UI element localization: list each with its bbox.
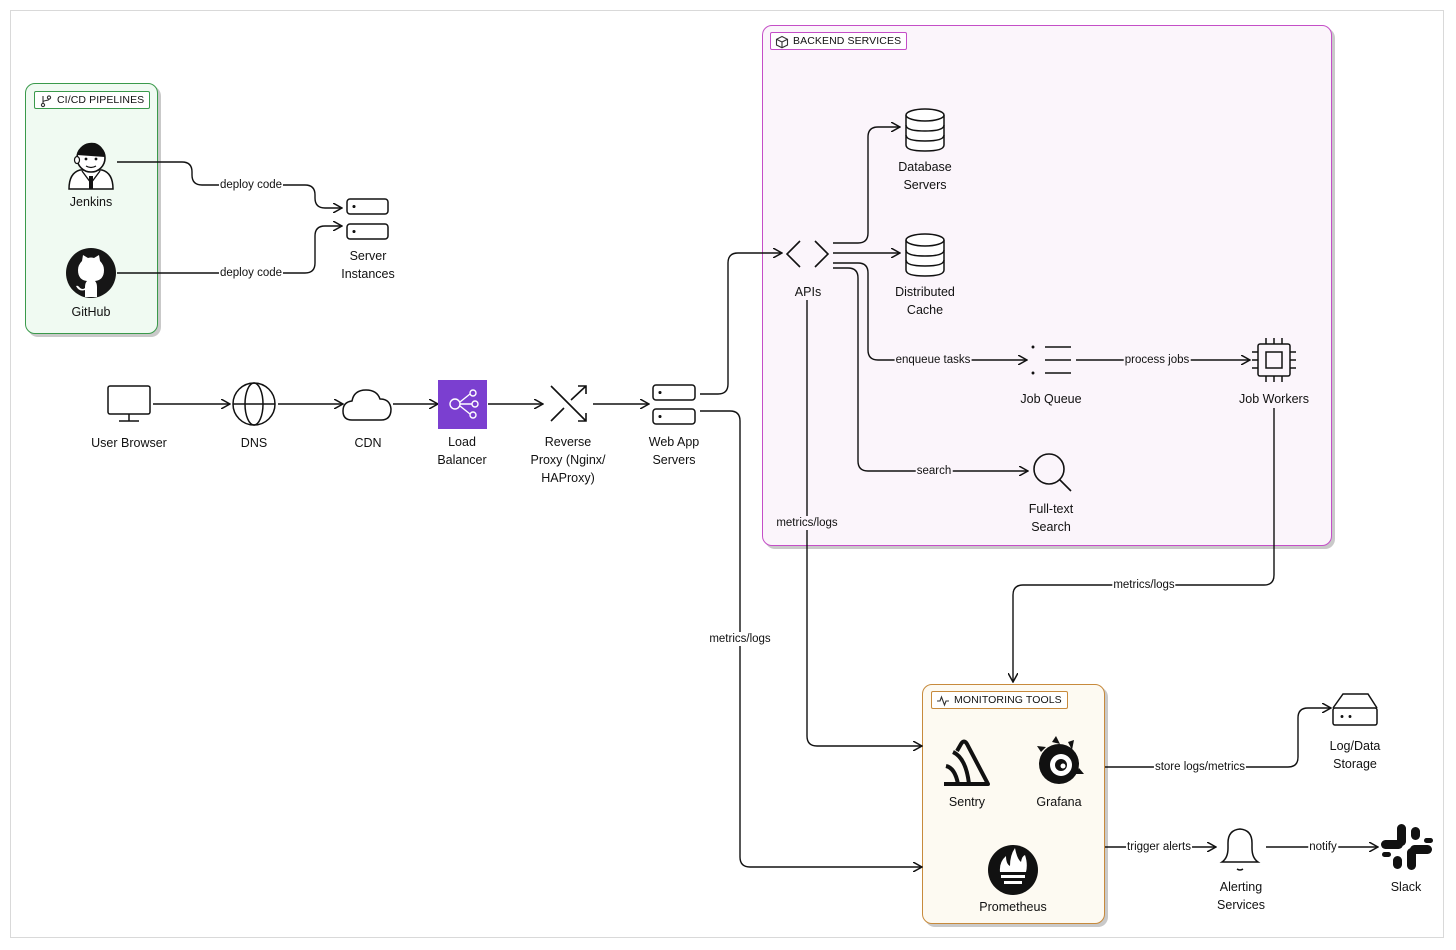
edge-label-deploy-github: deploy code (218, 266, 284, 280)
sentry-icon (944, 739, 990, 786)
web-app-servers-label: Web App Servers (648, 435, 700, 467)
cache-database-icon (905, 233, 945, 277)
database-servers-label: Database Servers (898, 160, 952, 192)
backend-services-group: BACKEND SERVICES (762, 25, 1332, 546)
edge-label-deploy-jenkins: deploy code (218, 178, 284, 192)
server-instances-label: Server Instances (341, 249, 395, 281)
edge-apis-to-queue (833, 262, 1027, 360)
shuffle-icon (550, 385, 587, 422)
full-text-search-label: Full-text Search (1028, 502, 1074, 534)
package-icon (775, 35, 789, 49)
cicd-pipelines-label: CI/CD PIPELINES (57, 94, 145, 106)
monitoring-tools-title: MONITORING TOOLS (931, 691, 1068, 709)
database-icon (905, 108, 945, 152)
grafana-icon (1037, 736, 1084, 784)
prometheus-icon (988, 845, 1038, 895)
dns-label: DNS (240, 436, 268, 450)
server-instances-icon (346, 198, 389, 240)
load-balancer-icon (438, 380, 487, 429)
distributed-cache-label: Distributed Cache (895, 285, 955, 317)
log-storage-label: Log/Data Storage (1329, 739, 1381, 771)
activity-icon (937, 695, 949, 707)
reverse-proxy-label: Reverse Proxy (Nginx/ HAProxy) (530, 435, 606, 485)
edge-apis-to-db (833, 127, 900, 244)
edge-apis-to-monitoring (806, 300, 922, 746)
search-icon (1033, 453, 1072, 492)
code-brackets-icon (785, 240, 830, 268)
alerting-services-label: Alerting Services (1217, 880, 1265, 912)
edge-workers-to-monitoring (1013, 408, 1275, 682)
globe-icon (232, 382, 276, 426)
edge-apis-to-search (833, 267, 1028, 471)
storage-drive-icon (1332, 693, 1378, 726)
edge-label-metrics-web: metrics/logs (708, 632, 772, 646)
edge-label-metrics-workers: metrics/logs (1112, 578, 1176, 592)
edge-label-process-jobs: process jobs (1123, 353, 1191, 367)
cicd-pipelines-title: CI/CD PIPELINES (34, 91, 151, 109)
user-browser-label: User Browser (91, 436, 167, 450)
sentry-label: Sentry (948, 795, 986, 809)
backend-services-label: BACKEND SERVICES (793, 35, 902, 47)
edge-label-metrics-apis: metrics/logs (775, 516, 839, 530)
prometheus-label: Prometheus (979, 900, 1047, 914)
monitor-icon (107, 385, 151, 422)
bell-icon (1219, 828, 1261, 871)
apis-label: APIs (794, 285, 822, 299)
slack-icon (1381, 824, 1433, 870)
monitoring-tools-label: MONITORING TOOLS (954, 694, 1062, 706)
job-queue-label: Job Queue (1020, 392, 1082, 406)
edge-label-notify: notify (1308, 840, 1338, 854)
edge-label-search: search (915, 464, 953, 478)
jenkins-label: Jenkins (69, 195, 113, 209)
edge-web-to-apis (700, 253, 782, 395)
grafana-label: Grafana (1036, 795, 1082, 809)
github-label: GitHub (71, 305, 111, 319)
edge-monitoring-to-storage (1105, 708, 1331, 768)
job-workers-label: Job Workers (1239, 392, 1309, 406)
cdn-label: CDN (354, 436, 382, 450)
edge-label-enqueue-tasks: enqueue tasks (894, 353, 972, 367)
edge-label-trigger-alerts: trigger alerts (1126, 840, 1192, 854)
cpu-icon (1252, 338, 1296, 382)
cloud-icon (342, 389, 392, 421)
edge-label-store-logs: store logs/metrics (1153, 760, 1247, 774)
edge-github-to-servers (117, 226, 342, 274)
diagram-frame (10, 10, 1444, 938)
list-icon (1031, 345, 1071, 375)
slack-label: Slack (1390, 880, 1422, 894)
backend-services-title: BACKEND SERVICES (770, 32, 908, 50)
web-app-servers-icon (652, 384, 696, 425)
jenkins-icon (68, 142, 114, 190)
github-icon (66, 248, 116, 298)
load-balancer-label: Load Balancer (437, 435, 487, 467)
git-branch-icon (40, 95, 52, 108)
